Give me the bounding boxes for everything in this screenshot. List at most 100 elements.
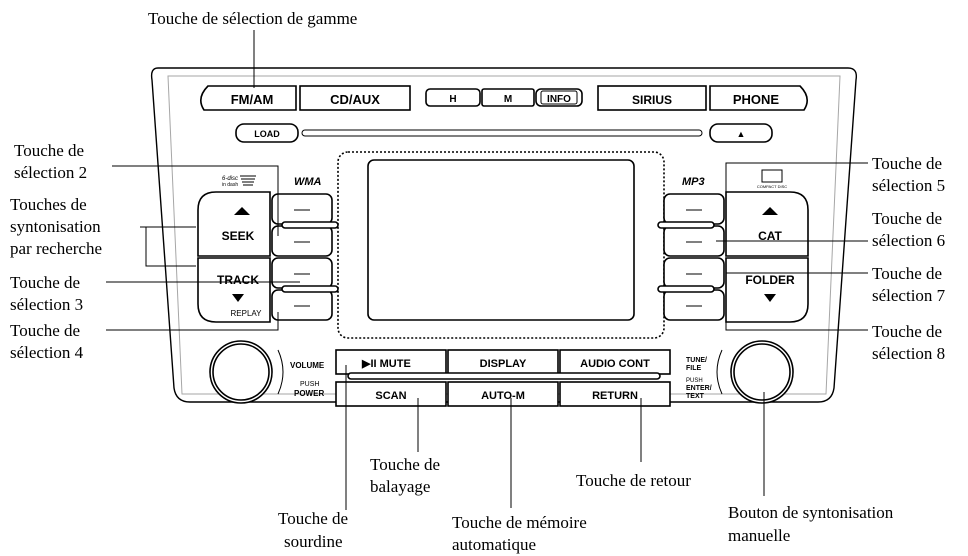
- svg-text:RETURN: RETURN: [592, 390, 638, 402]
- callout-scan-l1: Touche de: [370, 455, 440, 474]
- svg-text:LOAD: LOAD: [254, 129, 280, 139]
- preset-key-4[interactable]: [271, 289, 333, 321]
- auto-m-button[interactable]: AUTO-M: [447, 381, 559, 407]
- callout-mute-l1: Touche de: [278, 509, 348, 528]
- tune-file-label: TUNE/: [686, 357, 707, 364]
- scan-button[interactable]: SCAN: [335, 381, 447, 407]
- preset-key-3[interactable]: [271, 257, 333, 289]
- svg-text:▶II MUTE: ▶II MUTE: [361, 358, 411, 370]
- audio-cont-button[interactable]: AUDIO CONT: [559, 349, 671, 375]
- callout-auto-memory-l2: automatique: [452, 535, 536, 554]
- radio-bezel: [150, 67, 858, 403]
- volume-arc: [277, 349, 284, 395]
- text-label: TEXT: [686, 393, 705, 400]
- arrow-up-icon: [234, 207, 250, 215]
- callout-preset7-l2: sélection 7: [872, 286, 946, 305]
- callout-manual-tune-l2: manuelle: [728, 526, 790, 545]
- tune-knob[interactable]: [730, 340, 794, 404]
- callout-preset6-l2: sélection 6: [872, 231, 945, 250]
- svg-text:REPLAY: REPLAY: [231, 309, 263, 318]
- callout-preset4-l2: sélection 4: [10, 343, 84, 362]
- callout-preset8-l1: Touche de: [872, 322, 942, 341]
- return-button[interactable]: RETURN: [559, 381, 671, 407]
- enter-label: ENTER/: [686, 385, 712, 392]
- radio-bezel-inner: [167, 75, 841, 395]
- phone-button[interactable]: PHONE: [709, 85, 808, 111]
- svg-text:TRACK: TRACK: [217, 273, 259, 287]
- display-button[interactable]: DISPLAY: [447, 349, 559, 375]
- callout-preset2-l2: sélection 2: [14, 163, 87, 182]
- callout-preset8-l2: sélection 8: [872, 344, 945, 363]
- arrow-down-icon: [764, 294, 776, 302]
- callout-preset5-l2: sélection 5: [872, 176, 945, 195]
- wma-logo: WMA: [294, 176, 322, 188]
- svg-text:INFO: INFO: [547, 94, 571, 105]
- fm-am-button[interactable]: FM/AM: [200, 85, 297, 111]
- preset-key-1[interactable]: [271, 193, 333, 225]
- callout-preset6-l1: Touche de: [872, 209, 942, 228]
- arrow-down-icon: [232, 294, 244, 302]
- left-divider-pill-2: [281, 285, 339, 293]
- preset-key-7[interactable]: [663, 257, 725, 289]
- left-divider-pill: [281, 221, 339, 229]
- svg-text:FM/AM: FM/AM: [231, 92, 274, 107]
- power-label: POWER: [294, 389, 324, 398]
- tune-file-label-2: FILE: [686, 365, 701, 372]
- svg-text:SIRIUS: SIRIUS: [632, 93, 672, 107]
- right-divider-pill: [657, 221, 715, 229]
- callout-preset2-l1: Touche de: [14, 141, 84, 160]
- arrow-up-icon: [762, 207, 778, 215]
- callout-seek-l1: Touches de: [10, 195, 87, 214]
- play-mute-button[interactable]: ▶II MUTE: [335, 349, 447, 375]
- preset-key-5[interactable]: [663, 193, 725, 225]
- h-button[interactable]: H: [425, 88, 481, 107]
- cd-aux-button[interactable]: CD/AUX: [299, 85, 411, 111]
- svg-text:COMPACT DISC: COMPACT DISC: [757, 184, 787, 189]
- svg-text:PHONE: PHONE: [733, 92, 780, 107]
- compact-disc-logo: COMPACT DISC: [757, 169, 787, 189]
- svg-text:H: H: [449, 94, 456, 105]
- callout-preset3-l1: Touche de: [10, 273, 80, 292]
- m-button[interactable]: M: [481, 88, 535, 107]
- svg-text:▲: ▲: [737, 129, 746, 139]
- svg-text:DISPLAY: DISPLAY: [480, 358, 527, 370]
- preset-key-6[interactable]: [663, 225, 725, 257]
- svg-text:6-disc: 6-disc: [222, 176, 238, 182]
- callout-band-select: Touche de sélection de gamme: [148, 9, 357, 28]
- load-button[interactable]: LOAD: [235, 123, 299, 143]
- eject-button[interactable]: ▲: [709, 123, 773, 143]
- svg-text:M: M: [504, 94, 512, 105]
- callout-manual-tune-l1: Bouton de syntonisation: [728, 503, 894, 522]
- preset-key-8[interactable]: [663, 289, 725, 321]
- svg-text:AUDIO CONT: AUDIO CONT: [580, 358, 650, 370]
- callout-auto-memory-l1: Touche de mémoire: [452, 513, 587, 532]
- track-down-button[interactable]: TRACK REPLAY: [197, 257, 271, 323]
- callout-preset3-l2: sélection 3: [10, 295, 83, 314]
- svg-text:CAT: CAT: [758, 229, 782, 243]
- callout-scan-l2: balayage: [370, 477, 430, 496]
- folder-down-button[interactable]: FOLDER: [725, 257, 809, 323]
- svg-text:SCAN: SCAN: [375, 390, 406, 402]
- leader-lines: [106, 30, 868, 510]
- right-divider-pill-2: [657, 285, 715, 293]
- info-button[interactable]: INFO: [535, 88, 583, 107]
- sirius-button[interactable]: SIRIUS: [597, 85, 707, 111]
- callout-seek-l2: syntonisation: [10, 217, 101, 236]
- mp3-logo: MP3: [682, 176, 705, 188]
- push-enter-label: PUSH: [686, 378, 703, 384]
- bottom-divider-pill: [347, 372, 661, 380]
- volume-label: VOLUME: [290, 361, 325, 370]
- svg-text:FOLDER: FOLDER: [745, 273, 795, 287]
- volume-knob[interactable]: [209, 340, 273, 404]
- display-screen: [367, 159, 635, 321]
- svg-text:CD/AUX: CD/AUX: [330, 92, 380, 107]
- preset-key-2[interactable]: [271, 225, 333, 257]
- svg-text:AUTO-M: AUTO-M: [481, 390, 525, 402]
- svg-text:in dash: in dash: [222, 182, 238, 188]
- callout-preset4-l1: Touche de: [10, 321, 80, 340]
- cat-up-button[interactable]: CAT: [725, 191, 809, 257]
- cd-slot: [301, 129, 703, 137]
- seek-up-button[interactable]: SEEK: [197, 191, 271, 257]
- callout-preset7-l1: Touche de: [872, 264, 942, 283]
